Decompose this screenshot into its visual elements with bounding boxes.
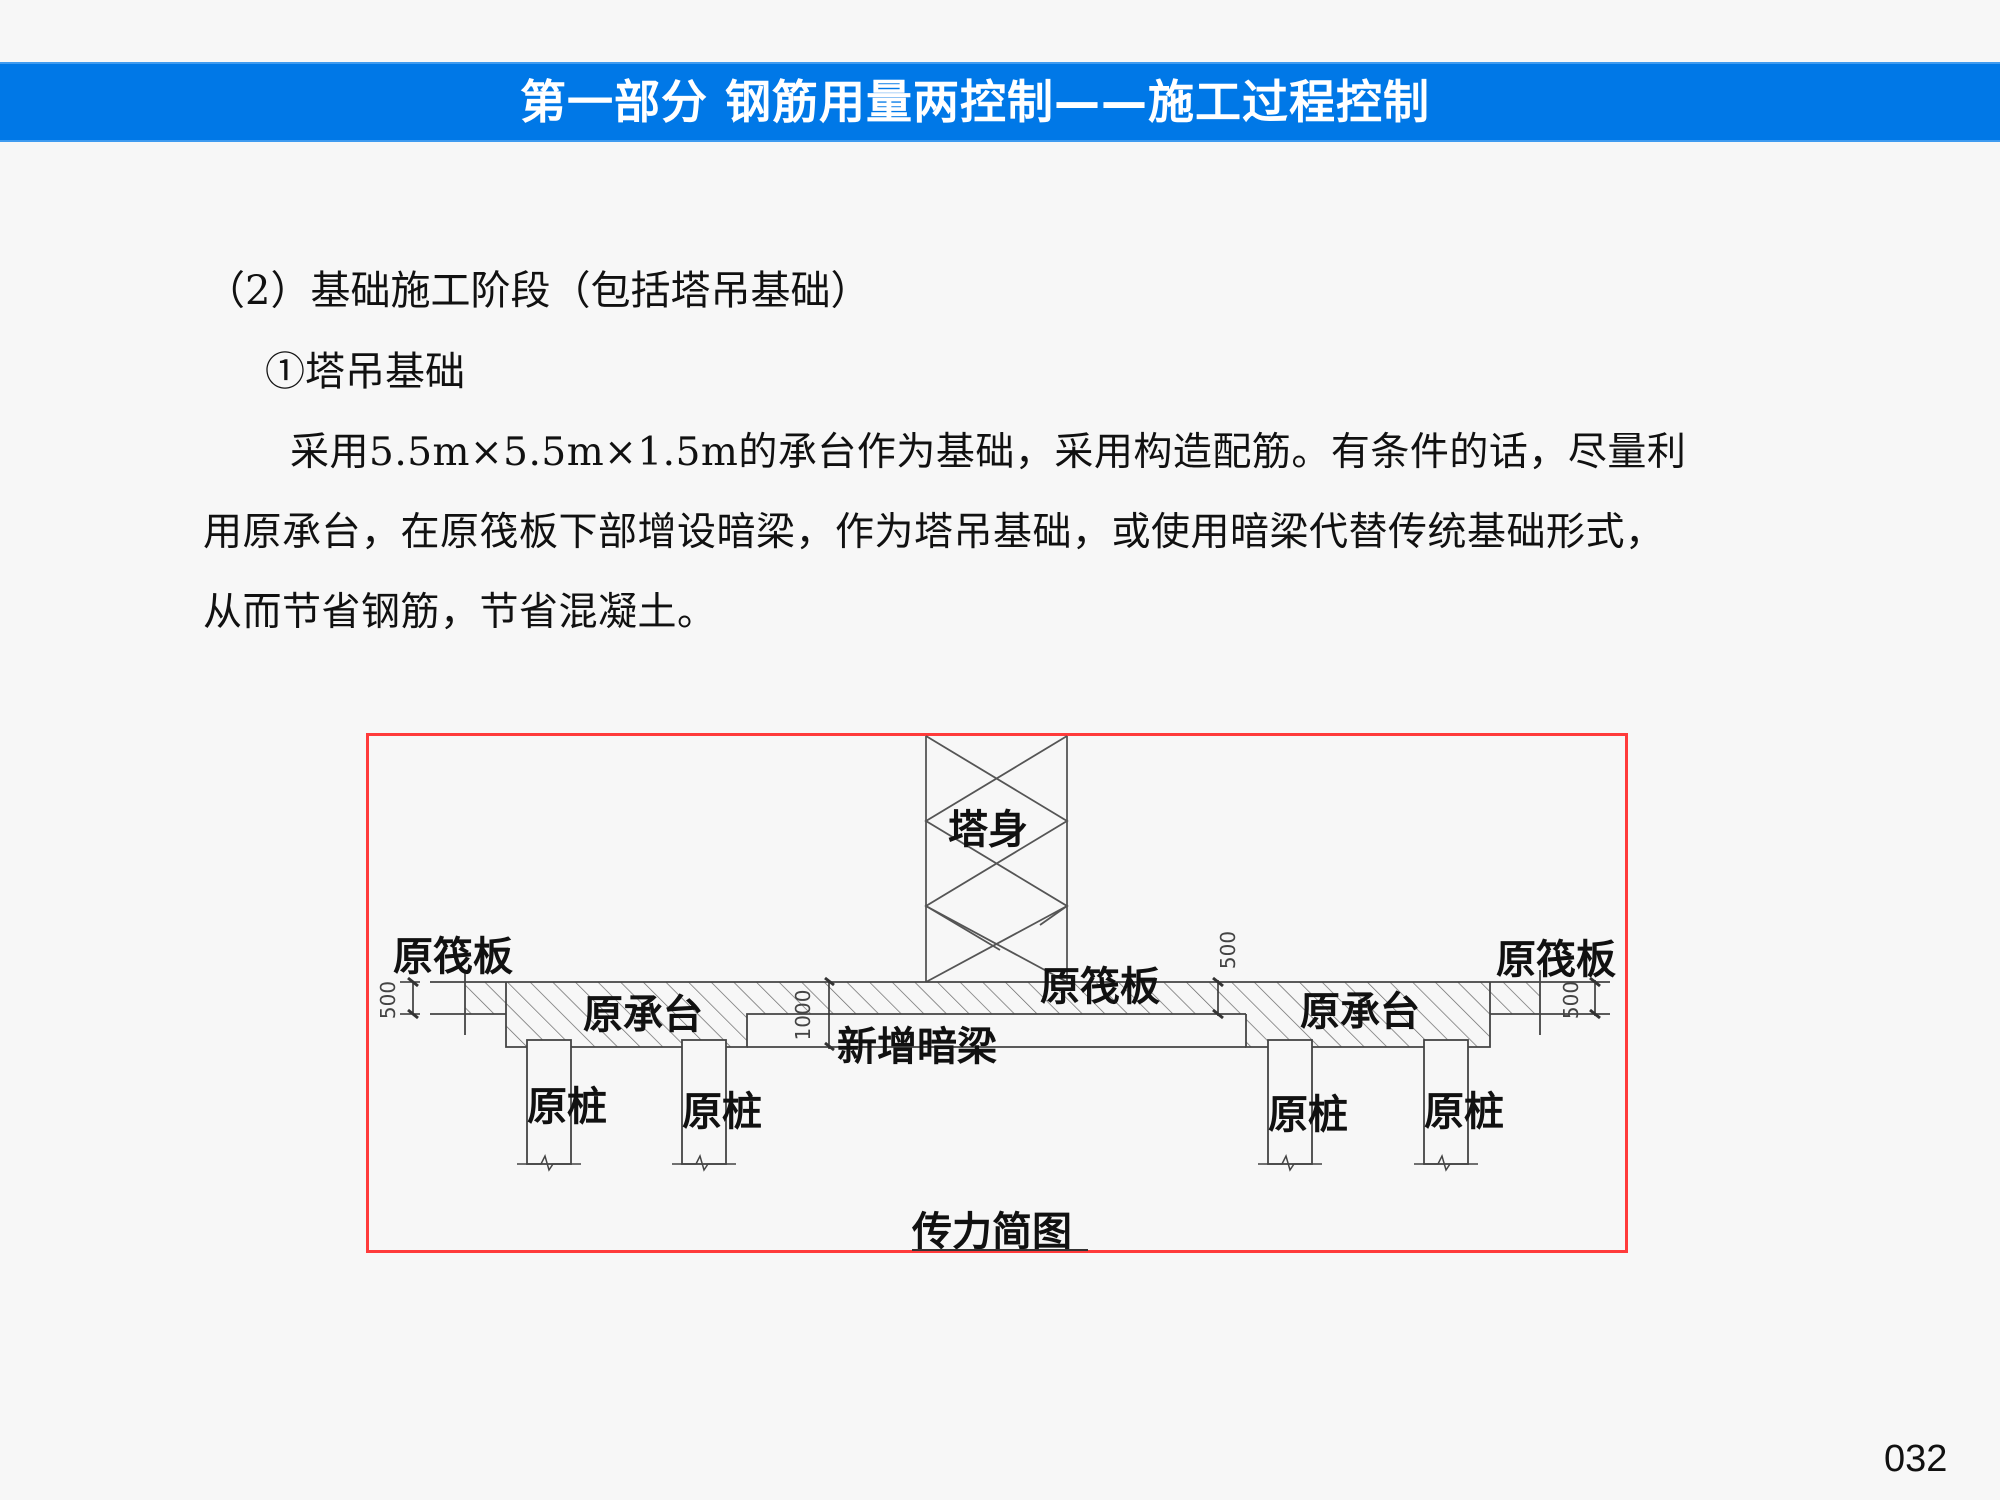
- header-band: 第一部分 钢筋用量两控制——施工过程控制: [0, 62, 2000, 142]
- section-heading: （2）基础施工阶段（包括塔吊基础）: [205, 268, 871, 314]
- dim-beam-depth: 1000: [791, 990, 815, 1041]
- label-pile-4: 原桩: [1424, 1089, 1504, 1135]
- label-pile-1: 原桩: [527, 1084, 607, 1130]
- foundation-section: [430, 970, 1610, 1048]
- page-title: 第一部分 钢筋用量两控制——施工过程控制: [519, 75, 1430, 129]
- paragraph-line-1: 采用5.5m×5.5m×1.5m的承台作为基础，采用构造配筋。有条件的话，尽量利: [290, 430, 1687, 475]
- dim-center-raft: 500: [1216, 931, 1240, 969]
- paragraph-line-2: 用原承台，在原筏板下部增设暗梁，作为塔吊基础，或使用暗梁代替传统基础形式，: [203, 510, 1665, 555]
- paragraph-line-3: 从而节省钢筋，节省混凝土。: [203, 590, 717, 635]
- dim-left-raft: 500: [376, 981, 400, 1019]
- force-transfer-diagram-frame: [366, 733, 1628, 1253]
- label-cap-left: 原承台: [583, 992, 703, 1038]
- page-number: 032: [1884, 1438, 1948, 1480]
- label-cap-right: 原承台: [1300, 989, 1420, 1035]
- label-raft-center: 原筏板: [1040, 964, 1160, 1010]
- diagram-caption: 传力简图: [911, 1209, 1072, 1255]
- dim-right-raft: 500: [1559, 981, 1583, 1019]
- piles: [517, 1039, 1478, 1172]
- label-tower-body: 塔身: [948, 807, 1028, 853]
- label-raft-left: 原筏板: [393, 934, 513, 980]
- label-new-beam: 新增暗梁: [837, 1024, 997, 1070]
- label-raft-right: 原筏板: [1496, 937, 1616, 983]
- dimension-lines: [400, 976, 1601, 1052]
- sub-heading: ①塔吊基础: [265, 349, 465, 395]
- label-pile-3: 原桩: [1268, 1092, 1348, 1138]
- tower-body-lattice: [924, 735, 1069, 983]
- label-pile-2: 原桩: [682, 1089, 762, 1135]
